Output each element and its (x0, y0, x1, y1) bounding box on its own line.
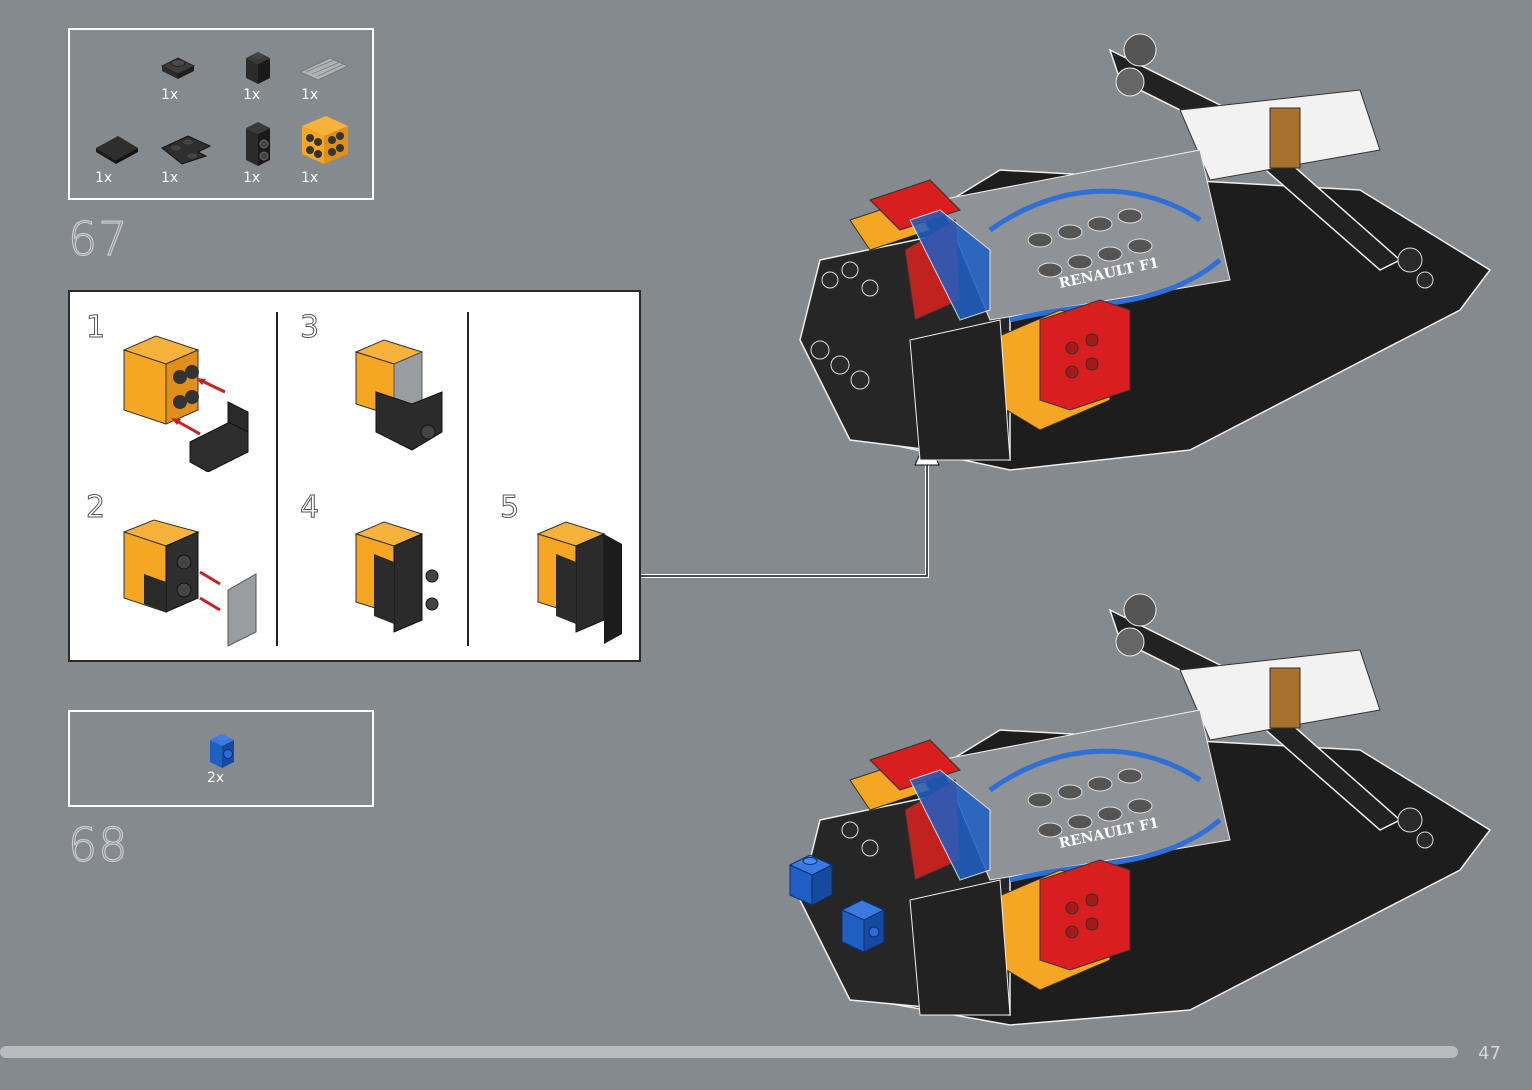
part-qty: 1x (161, 87, 178, 103)
page-number: 47 (1478, 1043, 1501, 1064)
sub-step-number: 5 (500, 490, 519, 525)
progress-bar (0, 1046, 1458, 1058)
sub-step-1-illustration (120, 322, 260, 472)
part-qty: 1x (301, 87, 318, 103)
sub-step-2-illustration (120, 512, 270, 652)
parts-list-step-68: 2x (68, 710, 374, 807)
sub-assembly-box: 1 2 3 4 5 (68, 290, 641, 662)
parts-list-step-67: 1x 1x 1x 1x 1x (68, 28, 374, 200)
blue-brick-added (790, 855, 832, 905)
car-model-step-67: RENAULT F1 (760, 20, 1510, 490)
step-number-68: 68 (68, 818, 129, 872)
divider (467, 312, 469, 646)
part-qty: 1x (95, 170, 112, 186)
car-model-step-68: RENAULT F1 (760, 580, 1510, 1030)
sub-step-number: 2 (86, 490, 105, 525)
black-slope-icon (92, 128, 162, 198)
sub-step-number: 3 (300, 310, 319, 345)
black-corner-plate-icon (158, 130, 228, 200)
blue-brick-icon (204, 730, 274, 800)
blue-brick-added (842, 900, 884, 952)
step-number-67: 67 (68, 212, 129, 266)
part-qty: 1x (301, 170, 318, 186)
part-qty: 2x (207, 770, 224, 786)
divider (276, 312, 278, 646)
sub-step-5-illustration (534, 514, 634, 644)
part-qty: 1x (161, 170, 178, 186)
part-qty: 1x (243, 87, 260, 103)
sub-step-4-illustration (352, 514, 452, 644)
sub-step-number: 1 (86, 310, 105, 345)
sub-step-3-illustration (352, 332, 452, 462)
sub-step-number: 4 (300, 490, 319, 525)
part-qty: 1x (243, 170, 260, 186)
